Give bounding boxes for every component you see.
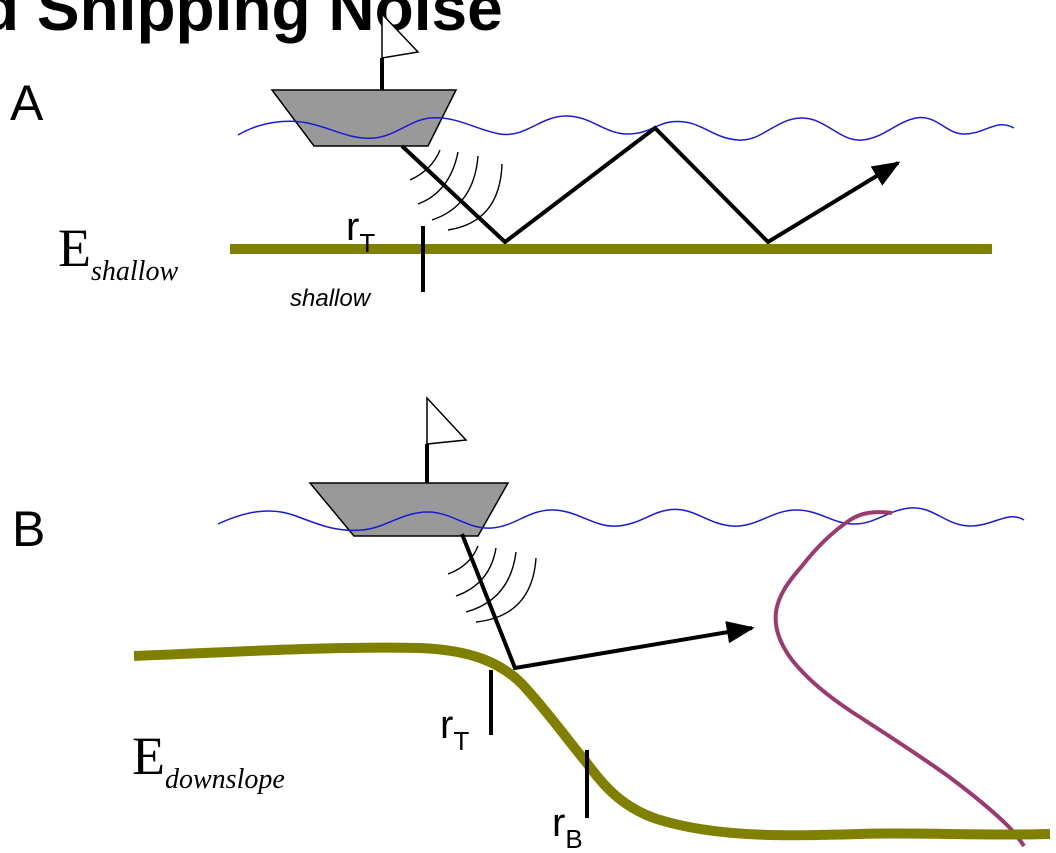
rb-label-b: rB	[552, 801, 583, 853]
panel-b: B rT rB Edownslope	[12, 398, 1050, 853]
rt-label-b: rT	[440, 703, 469, 756]
slide-title-fragment: d Shipping Noise	[0, 0, 503, 44]
seafloor-downslope	[134, 648, 1050, 836]
shallow-label: shallow	[290, 285, 372, 312]
panel-b-label: B	[12, 501, 45, 557]
e-shallow-label: Eshallow	[58, 218, 178, 287]
sailboat-icon	[310, 483, 508, 536]
ray-path-b	[462, 534, 752, 668]
e-downslope-label: Edownslope	[132, 726, 285, 795]
ray-path-a	[402, 128, 898, 242]
panel-a-label: A	[10, 75, 44, 131]
sound-speed-profile	[776, 512, 1024, 846]
panel-a: A rT shallow Eshallow	[10, 14, 1014, 312]
boat-b-flag	[427, 398, 466, 483]
sound-wave-arcs-icon	[410, 150, 502, 230]
